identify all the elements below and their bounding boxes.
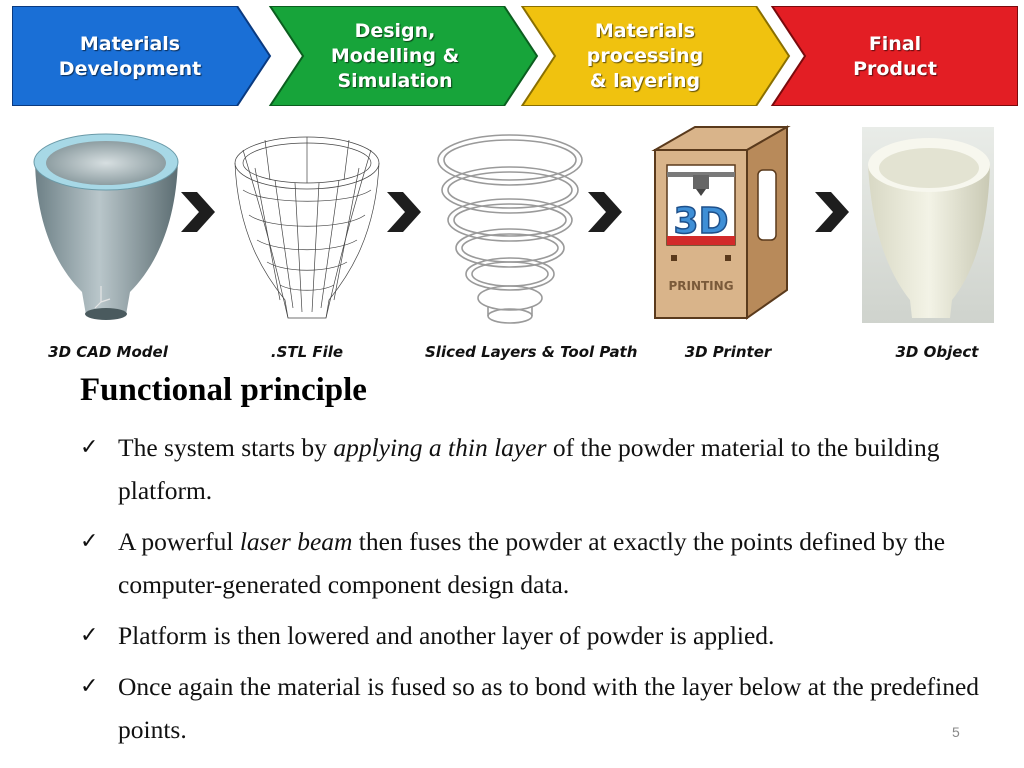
process-banner [12,6,1018,106]
step-line: Materials [79,33,181,55]
bullet-item: ✓ The system starts by applying a thin la… [80,426,990,512]
checkmark-icon: ✓ [80,529,99,554]
printer-printing-label: PRINTING [668,279,733,293]
chevron-arrow-icon [181,192,215,232]
3d-printer-image: 3D PRINTING [651,125,791,320]
step-line: Development [58,58,202,80]
bullet-text: then fuses the powder at exactly the poi… [118,527,946,599]
bullet-emphasis: laser beam [239,527,353,556]
section-heading: Functional principle [80,372,367,408]
bullet-text: The system starts by [118,433,334,462]
step-line: Materials [594,19,696,42]
caption-cad-model: 3D CAD Model [48,343,168,361]
step-line: Simulation [337,69,453,92]
bullet-item: ✓ Once again the material is fused so as … [80,665,990,751]
step-design-modelling-chevron [268,6,539,106]
step-materials-development-chevron [12,6,272,106]
step-line: Product [853,58,937,80]
checkmark-icon: ✓ [80,435,99,460]
caption-sliced-layers: Sliced Layers & Tool Path [425,343,638,361]
step-label-final-product: Final Product [790,12,1000,102]
step-materials-processing-chevron [520,6,791,106]
caption-stl-file: .STL File [270,343,344,361]
process-illustrations: 3D PRINTING [33,125,994,324]
bullet-list: ✓ The system starts by applying a thin la… [80,426,990,759]
bullet-item: ✓ A powerful laser beam then fuses the po… [80,520,990,606]
bullet-item: ✓ Platform is then lowered and another la… [80,614,990,657]
caption-3d-printer: 3D Printer [684,343,772,361]
page-number: 5 [952,724,960,740]
step-line: Final [868,33,922,55]
checkmark-icon: ✓ [80,623,99,648]
step-label-materials-processing: Materials processing & layering [545,8,745,104]
bullet-text: A powerful [118,527,240,556]
step-line: & layering [589,69,701,92]
step-final-product-chevron [770,6,1018,106]
step-line: processing [586,44,704,67]
stl-file-image [234,136,380,319]
bullet-text: of the powder material to the building p… [118,433,940,505]
chevron-arrow-icon [387,192,421,232]
bullet-text: Once again the material is fused so as t… [118,672,980,744]
caption-3d-object: 3D Object [895,343,979,361]
cad-model-image [33,133,179,320]
step-label-design-modelling: Design, Modelling & Simulation [295,8,495,104]
step-line: Modelling & [330,44,460,67]
checkmark-icon: ✓ [80,674,99,699]
bullet-text: Platform is then lowered and another lay… [118,621,775,650]
step-label-materials-development: Materials Development [30,12,230,102]
step-line: Design, [354,19,436,42]
sliced-layers-image [437,134,583,324]
chevron-arrow-icon [588,192,622,232]
chevron-arrow-icon [815,192,849,232]
bullet-emphasis: applying a thin layer [333,433,547,462]
printer-3d-logo: 3D [674,201,729,242]
3d-object-image [862,127,994,323]
